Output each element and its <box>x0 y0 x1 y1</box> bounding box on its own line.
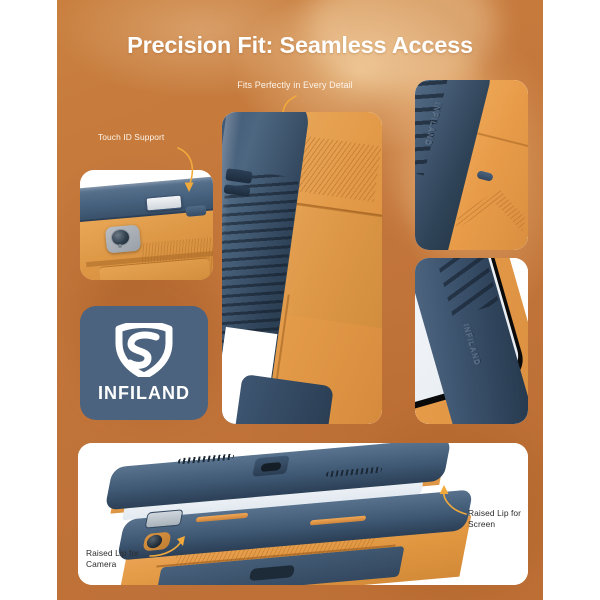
panel-touch-id-closeup <box>80 170 213 280</box>
volume-button-cover <box>185 205 207 217</box>
panel-corner-emboss: INFILAND <box>415 80 528 250</box>
panel-screen-corner: INFILAND <box>415 258 528 424</box>
callout-touch-id-label: Touch ID Support <box>98 132 165 142</box>
brand-logo-tile: INFILAND <box>80 306 208 420</box>
page-subtitle: Fits Perfectly in Every Detail <box>237 80 353 90</box>
brand-wordmark: INFILAND <box>98 382 190 403</box>
page-title: Precision Fit: Seamless Access <box>127 32 473 58</box>
shield-swirl-icon <box>115 322 173 377</box>
callout-raised-lip-camera-label: Raised Lip for Camera <box>86 548 140 569</box>
panel-case-back-kickstand <box>222 112 382 424</box>
camera-flash-icon <box>118 244 122 248</box>
callout-raised-lip-screen-label: Raised Lip for Screen <box>468 508 522 529</box>
